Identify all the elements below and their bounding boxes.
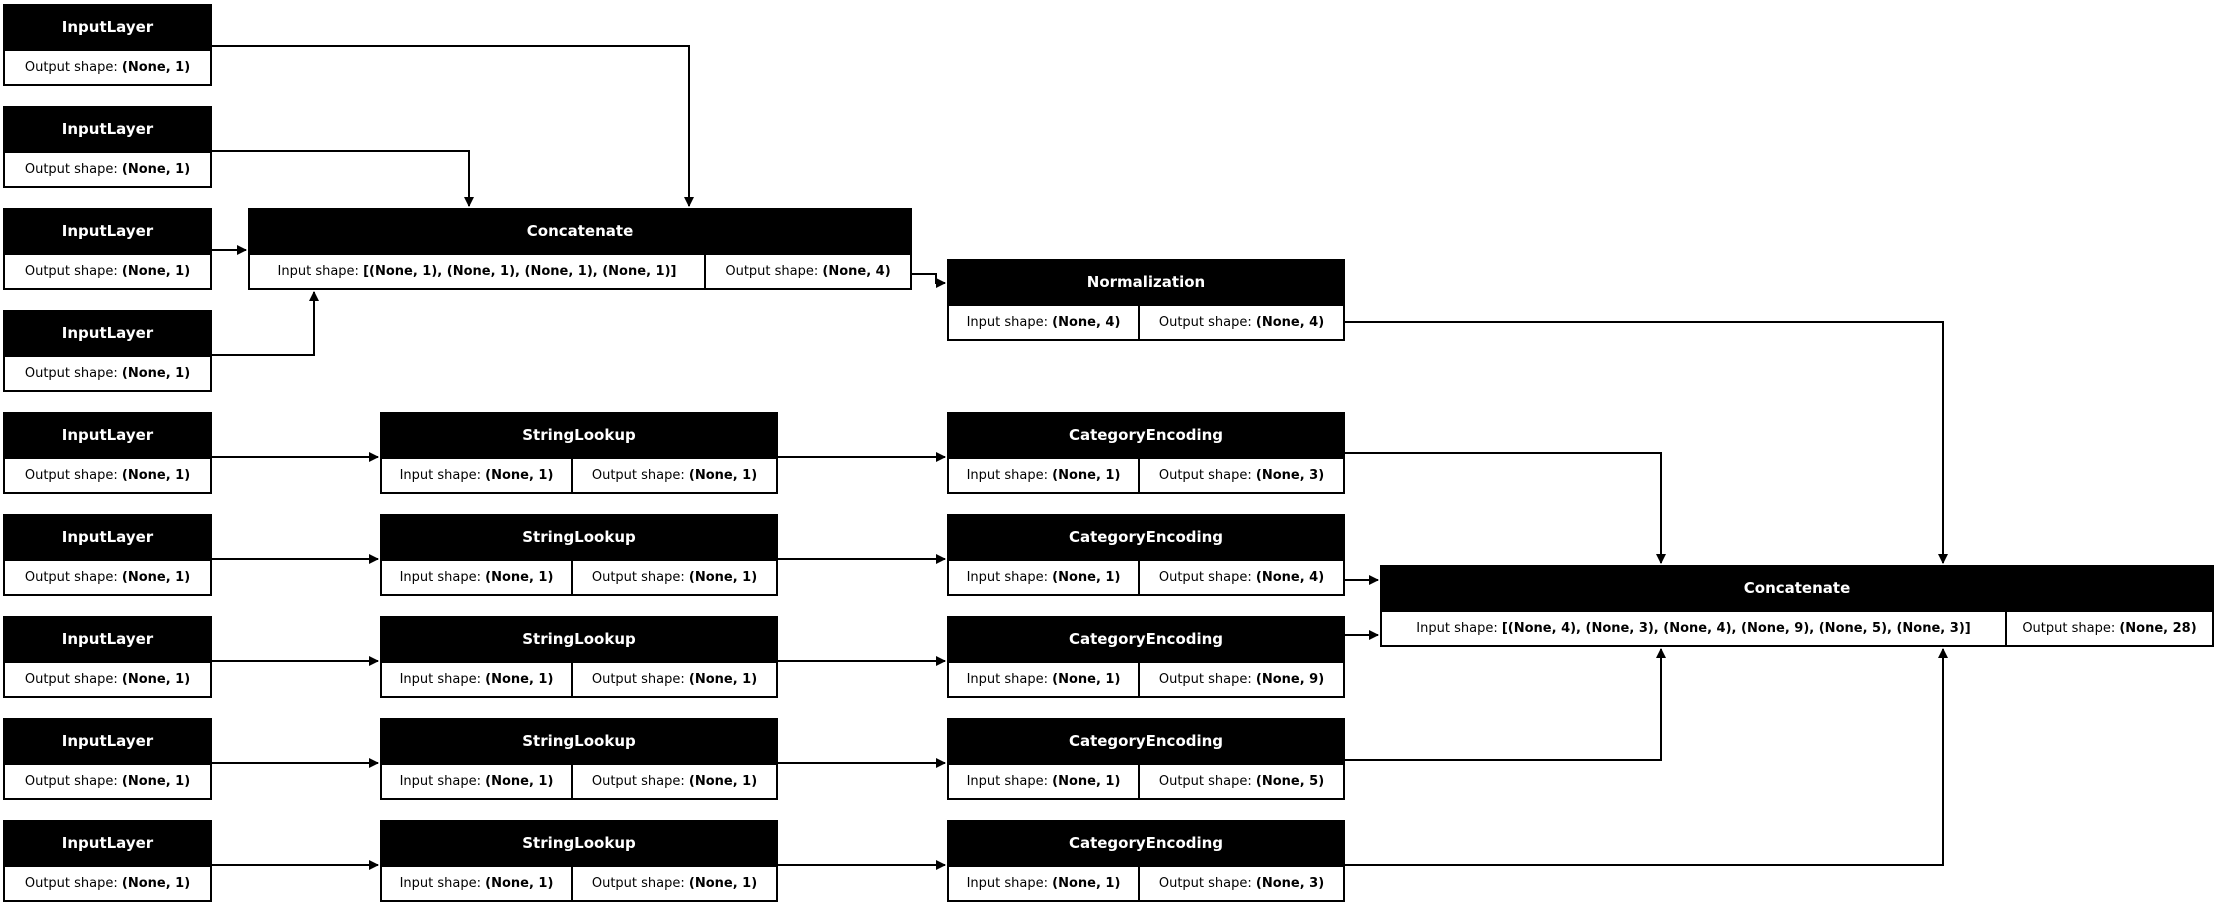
edge-normalization-concatenate2 [1345, 321, 1948, 564]
input-shape-cell: Input shape: [(None, 4), (None, 3), (Non… [1382, 612, 2007, 645]
node-input-layer-3: InputLayer Output shape: (None, 1) [3, 208, 212, 290]
layer-type-label: StringLookup [382, 414, 776, 459]
input-shape-cell: Input shape: (None, 1) [382, 459, 573, 492]
layer-type-label: InputLayer [5, 210, 210, 255]
output-shape-cell: Output shape: (None, 1) [591, 468, 758, 483]
layer-type-label: InputLayer [5, 6, 210, 51]
node-input-layer-7: InputLayer Output shape: (None, 1) [3, 616, 212, 698]
layer-type-label: InputLayer [5, 108, 210, 153]
output-shape-cell: Output shape: (None, 9) [1158, 672, 1325, 687]
layer-type-label: Normalization [949, 261, 1343, 306]
layer-type-label: InputLayer [5, 618, 210, 663]
output-shape-cell: Output shape: (None, 1) [24, 672, 191, 687]
edge-concatenate1-normalization [912, 273, 946, 288]
output-shape-cell: Output shape: (None, 4) [1158, 315, 1325, 330]
input-shape-cell: Input shape: (None, 1) [382, 561, 573, 594]
input-shape-cell: Input shape: (None, 1) [382, 765, 573, 798]
output-shape-cell: Output shape: (None, 5) [1158, 774, 1325, 789]
layer-type-label: StringLookup [382, 720, 776, 765]
output-shape-cell: Output shape: (None, 1) [591, 672, 758, 687]
output-shape-cell: Output shape: (None, 1) [591, 876, 758, 891]
input-shape-cell: Input shape: (None, 1) [949, 867, 1140, 900]
layer-type-label: InputLayer [5, 720, 210, 765]
input-shape-cell: Input shape: (None, 1) [949, 561, 1140, 594]
node-input-layer-9: InputLayer Output shape: (None, 1) [3, 820, 212, 902]
input-shape-cell: Input shape: [(None, 1), (None, 1), (Non… [250, 255, 706, 288]
node-concatenate-2: Concatenate Input shape: [(None, 4), (No… [1380, 565, 2214, 647]
output-shape-cell: Output shape: (None, 1) [24, 774, 191, 789]
input-shape-cell: Input shape: (None, 1) [382, 663, 573, 696]
output-shape-cell: Output shape: (None, 1) [24, 60, 191, 75]
output-shape-cell: Output shape: (None, 1) [24, 264, 191, 279]
edge-categoryencoding5-concatenate2 [1345, 648, 1948, 866]
output-shape-cell: Output shape: (None, 1) [591, 774, 758, 789]
layer-type-label: CategoryEncoding [949, 516, 1343, 561]
output-shape-cell: Output shape: (None, 1) [24, 876, 191, 891]
node-string-lookup-3: StringLookup Input shape: (None, 1) Outp… [380, 616, 778, 698]
input-shape-cell: Input shape: (None, 1) [949, 765, 1140, 798]
node-category-encoding-5: CategoryEncoding Input shape: (None, 1) … [947, 820, 1345, 902]
edge-categoryencoding1-concatenate2 [1345, 452, 1666, 564]
layer-type-label: InputLayer [5, 414, 210, 459]
output-shape-cell: Output shape: (None, 3) [1158, 468, 1325, 483]
node-string-lookup-5: StringLookup Input shape: (None, 1) Outp… [380, 820, 778, 902]
edge-inputlayer1-concatenate1 [212, 45, 694, 207]
node-normalization: Normalization Input shape: (None, 4) Out… [947, 259, 1345, 341]
node-category-encoding-1: CategoryEncoding Input shape: (None, 1) … [947, 412, 1345, 494]
node-category-encoding-3: CategoryEncoding Input shape: (None, 1) … [947, 616, 1345, 698]
output-shape-cell: Output shape: (None, 4) [725, 264, 891, 279]
output-shape-cell: Output shape: (None, 1) [24, 162, 191, 177]
node-input-layer-1: InputLayer Output shape: (None, 1) [3, 4, 212, 86]
layer-type-label: CategoryEncoding [949, 720, 1343, 765]
layer-type-label: Concatenate [250, 210, 910, 255]
layer-type-label: StringLookup [382, 618, 776, 663]
output-shape-cell: Output shape: (None, 4) [1158, 570, 1325, 585]
output-shape-cell: Output shape: (None, 3) [1158, 876, 1325, 891]
node-string-lookup-1: StringLookup Input shape: (None, 1) Outp… [380, 412, 778, 494]
layer-type-label: StringLookup [382, 516, 776, 561]
layer-type-label: CategoryEncoding [949, 822, 1343, 867]
output-shape-cell: Output shape: (None, 28) [2022, 621, 2197, 636]
node-string-lookup-4: StringLookup Input shape: (None, 1) Outp… [380, 718, 778, 800]
input-shape-cell: Input shape: (None, 4) [949, 306, 1140, 339]
node-input-layer-8: InputLayer Output shape: (None, 1) [3, 718, 212, 800]
node-input-layer-5: InputLayer Output shape: (None, 1) [3, 412, 212, 494]
output-shape-cell: Output shape: (None, 1) [24, 468, 191, 483]
node-string-lookup-2: StringLookup Input shape: (None, 1) Outp… [380, 514, 778, 596]
layer-type-label: CategoryEncoding [949, 618, 1343, 663]
node-category-encoding-2: CategoryEncoding Input shape: (None, 1) … [947, 514, 1345, 596]
layer-type-label: InputLayer [5, 822, 210, 867]
layer-type-label: InputLayer [5, 516, 210, 561]
edge-inputlayer2-concatenate1 [212, 150, 474, 207]
node-input-layer-2: InputLayer Output shape: (None, 1) [3, 106, 212, 188]
node-input-layer-4: InputLayer Output shape: (None, 1) [3, 310, 212, 392]
output-shape-cell: Output shape: (None, 1) [591, 570, 758, 585]
edge-categoryencoding4-concatenate2 [1345, 648, 1666, 761]
output-shape-cell: Output shape: (None, 1) [24, 366, 191, 381]
node-input-layer-6: InputLayer Output shape: (None, 1) [3, 514, 212, 596]
input-shape-cell: Input shape: (None, 1) [382, 867, 573, 900]
node-concatenate-1: Concatenate Input shape: [(None, 1), (No… [248, 208, 912, 290]
output-shape-cell: Output shape: (None, 1) [24, 570, 191, 585]
layer-type-label: StringLookup [382, 822, 776, 867]
input-shape-cell: Input shape: (None, 1) [949, 459, 1140, 492]
layer-type-label: CategoryEncoding [949, 414, 1343, 459]
edge-inputlayer4-concatenate1 [212, 291, 319, 356]
node-category-encoding-4: CategoryEncoding Input shape: (None, 1) … [947, 718, 1345, 800]
layer-type-label: InputLayer [5, 312, 210, 357]
layer-type-label: Concatenate [1382, 567, 2212, 612]
input-shape-cell: Input shape: (None, 1) [949, 663, 1140, 696]
